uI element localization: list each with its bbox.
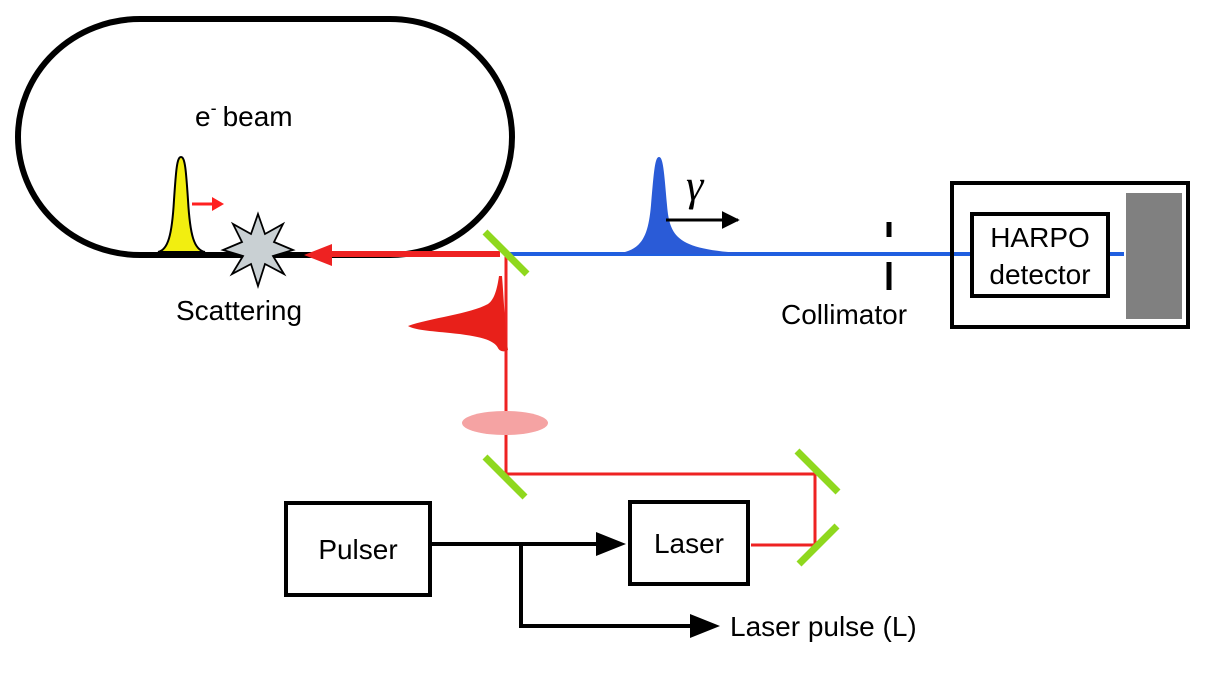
starburst-icon: [220, 211, 296, 289]
pulser-box: [284, 501, 432, 597]
mirror-icon: [794, 448, 841, 495]
laser-pulse-label: Laser pulse (L): [730, 611, 917, 642]
beam-label: e-beam: [195, 98, 293, 132]
electron-bunch: [157, 155, 206, 253]
detector-block: [1126, 193, 1182, 319]
pulser-label: Pulser: [318, 534, 397, 565]
electron-ring: [15, 16, 515, 258]
pulser-to-laser-arrowhead: [596, 532, 626, 556]
mirror-icon: [796, 523, 840, 567]
gamma-pulse: [612, 157, 768, 254]
electron-direction-arrowhead: [212, 197, 224, 211]
laser-label: Laser: [654, 528, 724, 559]
laser-to-ip-arrowhead: [304, 244, 332, 266]
laser-pulse-signal-wire: [519, 544, 700, 628]
laser-pulse-signal-arrowhead: [690, 614, 720, 638]
focus-spot: [462, 411, 548, 435]
laser-optical-path: [504, 254, 817, 547]
mirror-icon: [482, 454, 528, 500]
detector-label-line1: HARPO: [990, 222, 1090, 253]
detector-enclosure: [950, 181, 1190, 329]
detector-label-line2: detector: [989, 259, 1090, 290]
gamma-symbol: γ: [686, 161, 705, 210]
laser-pulse-shape: [408, 276, 508, 352]
collimator-label: Collimator: [781, 299, 907, 330]
mirror-icon: [482, 229, 530, 277]
detector-inner-box: [970, 212, 1110, 298]
laser-box: [628, 500, 750, 586]
scattering-label: Scattering: [176, 295, 302, 326]
